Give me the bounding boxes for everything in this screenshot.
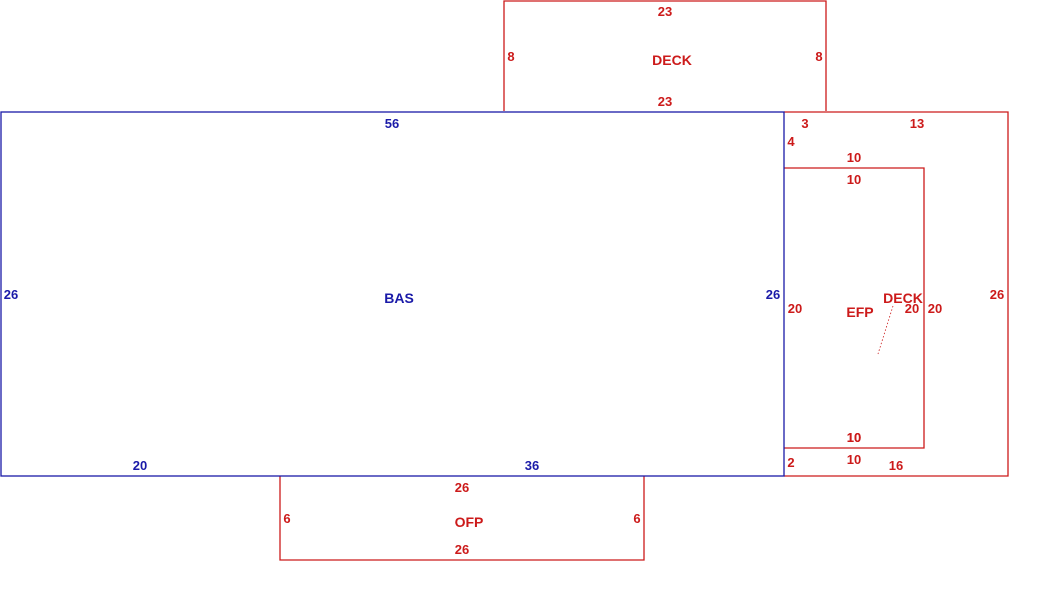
bas-dim-bottom-left: 20 xyxy=(133,458,147,473)
deck-right-dim-left-bottom: 2 xyxy=(787,455,794,470)
deck-top-label: DECK xyxy=(652,52,692,68)
ofp-dim-right: 6 xyxy=(633,511,640,526)
deck-top-dim-top: 23 xyxy=(658,4,672,19)
deck-right-label-leader xyxy=(877,305,894,355)
ofp-dim-bottom: 26 xyxy=(455,542,469,557)
bas-area: BAS 56 26 26 20 36 xyxy=(0,111,785,477)
deck-top-area: DECK 23 23 8 8 xyxy=(503,0,827,111)
deck-top-dim-right: 8 xyxy=(815,49,822,64)
bas-dim-left: 26 xyxy=(4,287,18,302)
deck-right-dim-right: 26 xyxy=(990,287,1004,302)
deck-right-dim-bottom-a: 10 xyxy=(847,452,861,467)
efp-dim-bottom: 10 xyxy=(847,430,861,445)
efp-dim-right: 20 xyxy=(905,301,919,316)
ofp-outline xyxy=(279,476,645,561)
ofp-dim-left: 6 xyxy=(283,511,290,526)
deck-top-outline xyxy=(503,0,827,111)
ofp-label: OFP xyxy=(455,514,484,530)
bas-label: BAS xyxy=(384,290,414,306)
deck-right-area: DECK 3 13 4 26 2 10 16 10 10 20 xyxy=(784,111,1009,477)
efp-dim-left: 20 xyxy=(788,301,802,316)
deck-right-dim-inner-top: 10 xyxy=(847,150,861,165)
bas-outline xyxy=(0,111,785,477)
efp-dim-top: 10 xyxy=(847,172,861,187)
deck-right-dim-top-a: 3 xyxy=(801,116,808,131)
deck-right-outline xyxy=(784,111,1009,477)
ofp-area: OFP 26 26 6 6 xyxy=(279,476,645,561)
deck-top-dim-bottom: 23 xyxy=(658,94,672,109)
bas-dim-top: 56 xyxy=(385,116,399,131)
bas-dim-right: 26 xyxy=(766,287,780,302)
deck-right-dim-top-b: 13 xyxy=(910,116,924,131)
deck-right-dim-left-top: 4 xyxy=(787,134,795,149)
deck-right-label: DECK xyxy=(883,290,923,306)
efp-outline xyxy=(784,167,925,449)
deck-right-dim-inner-bottom: 10 xyxy=(847,430,861,445)
efp-label: EFP xyxy=(846,304,873,320)
deck-top-dim-left: 8 xyxy=(507,49,514,64)
ofp-dim-top: 26 xyxy=(455,480,469,495)
bas-dim-bottom-right: 36 xyxy=(525,458,539,473)
efp-area: EFP 10 10 20 20 xyxy=(784,167,925,449)
deck-right-dim-bottom-b: 16 xyxy=(889,458,903,473)
deck-right-dim-inner-right: 20 xyxy=(928,301,942,316)
